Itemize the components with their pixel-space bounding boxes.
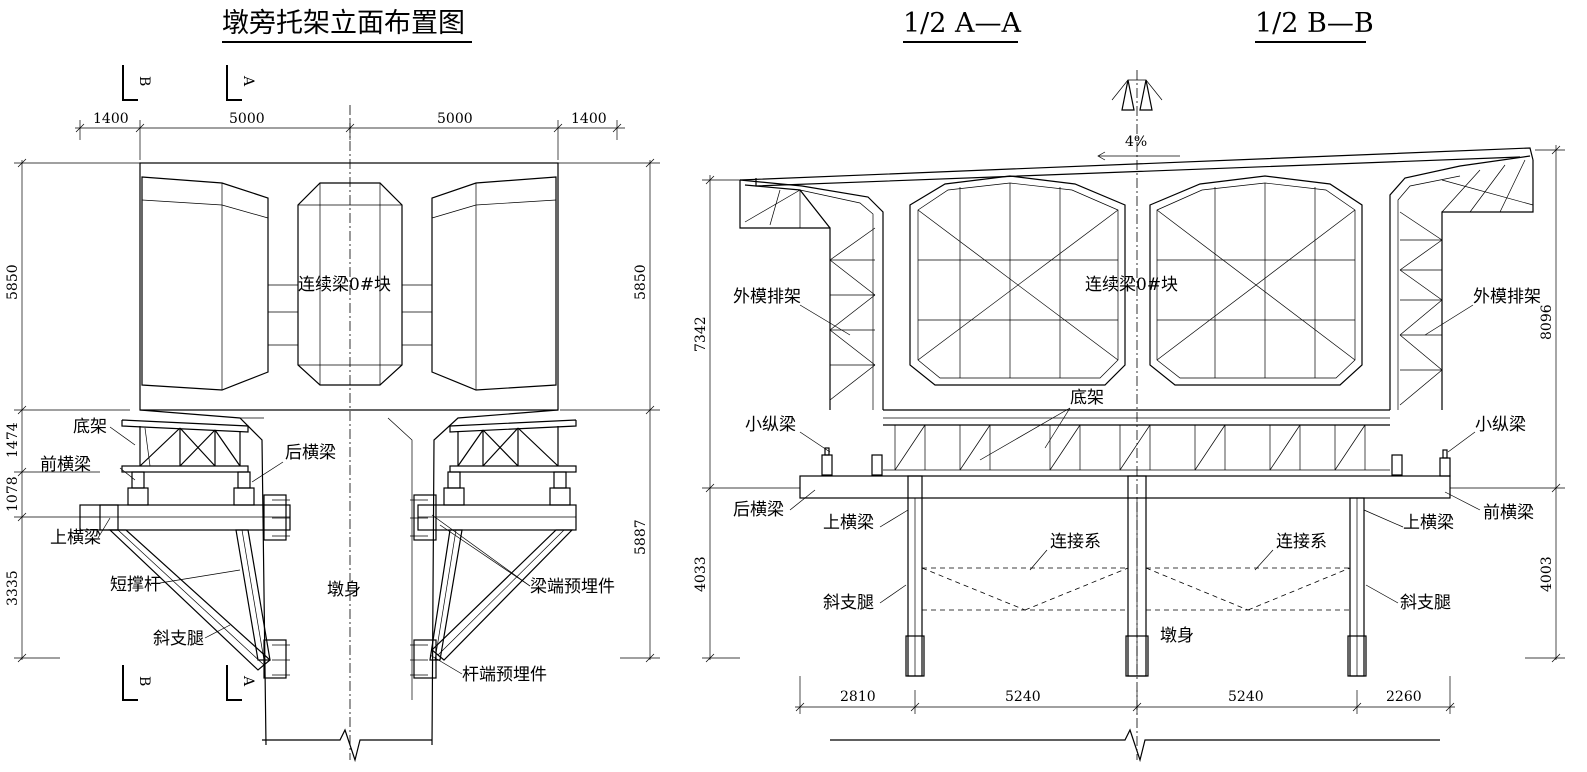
dim-bottom-4: 2260	[1386, 689, 1422, 705]
dim-top-1: 1400	[93, 111, 129, 127]
dim-top-3: 5000	[437, 111, 473, 127]
label-diag-leg-left: 斜支腿	[823, 593, 874, 613]
label-upper-beam-right: 上横梁	[1403, 513, 1454, 533]
title-left: 墩旁托架立面布置图	[222, 8, 465, 39]
legs-right	[905, 475, 1367, 677]
label-rod-embed: 杆端预埋件	[462, 665, 547, 685]
dims-left: 5850 1474 1078 3335	[5, 158, 140, 663]
dims-right-right: 8096 4003	[1450, 145, 1565, 663]
label-diag-leg-right: 斜支腿	[1400, 593, 1451, 613]
section-mark-a-bottom: A	[226, 665, 256, 701]
dim-right-2: 5887	[633, 519, 649, 555]
label-upper-beam-left: 上横梁	[823, 513, 874, 533]
title-mid: 1/2 A—A	[903, 8, 1022, 39]
label-upper-beam: 上横梁	[50, 528, 101, 548]
label-rear-beam: 后横梁	[285, 443, 336, 463]
bracket-right	[410, 419, 577, 679]
girder-section	[739, 147, 1534, 419]
slope-label: 4%	[1125, 134, 1147, 150]
label-bottom-frame-right: 底架	[1070, 388, 1104, 408]
dim-left-2: 1474	[5, 422, 21, 458]
bracket-left	[79, 419, 291, 679]
dims-bottom-right: 2810 5240 5240 2260	[795, 676, 1455, 714]
label-pier-right: 墩身	[1160, 626, 1194, 646]
section-mark-a-bottom-label: A	[240, 675, 256, 687]
dims-right: 5850 5887	[558, 158, 660, 663]
label-front-beam: 前横梁	[40, 455, 91, 475]
dim-v-right-1: 8096	[1539, 304, 1555, 340]
label-front-beam-right: 前横梁	[1483, 503, 1534, 523]
label-small-girder-left: 小纵梁	[745, 415, 796, 435]
section-mark-a-top: A	[226, 65, 256, 101]
dim-top-4: 1400	[571, 111, 607, 127]
dim-v-right-2: 4003	[1539, 556, 1555, 592]
section-mark-a-top-label: A	[240, 75, 256, 87]
section-mark-b-top: B	[122, 65, 152, 101]
label-block-left: 连续梁0#块	[298, 275, 391, 295]
dim-bottom-3: 5240	[1228, 689, 1264, 705]
left-view: B A B A 1400 5000 50	[5, 65, 660, 763]
label-bottom-frame: 底架	[73, 417, 107, 437]
label-bracing-left: 连接系	[1050, 532, 1101, 552]
label-small-girder-right: 小纵梁	[1475, 415, 1526, 435]
bottom-frame-right	[799, 424, 1451, 499]
label-outer-form-left: 外模排架	[733, 287, 801, 307]
dim-v-left-1: 7342	[693, 316, 709, 352]
dim-bottom-1: 2810	[840, 689, 876, 705]
dim-v-left-2: 4033	[693, 556, 709, 592]
section-mark-b-bottom-label: B	[136, 676, 152, 686]
outer-form-right	[1399, 159, 1534, 406]
dim-left-3: 1078	[5, 476, 21, 512]
dim-left-1: 5850	[5, 264, 21, 300]
dim-top-2: 5000	[229, 111, 265, 127]
leaders-right: 外模排架 外模排架 底架 小纵梁 小纵梁 后横梁 前横梁 上横梁 上横梁 连接系…	[733, 287, 1541, 613]
label-short-strut: 短撑杆	[110, 575, 161, 595]
label-diag-leg: 斜支腿	[153, 629, 204, 649]
label-beam-embed: 梁端预埋件	[530, 577, 615, 597]
dims-top: 1400 5000 5000 1400	[75, 111, 625, 160]
dims-left-right: 7342 4033	[693, 175, 800, 663]
section-mark-b-top-label: B	[136, 76, 152, 86]
titles: 墩旁托架立面布置图 1/2 A—A 1/2 B—B	[222, 8, 1374, 43]
label-outer-form-right: 外模排架	[1473, 287, 1541, 307]
right-view: 4%	[693, 70, 1565, 763]
label-rear-beam-right: 后横梁	[733, 500, 784, 520]
girder-block-left	[139, 162, 559, 411]
crown-arrow	[1097, 79, 1180, 161]
pier-base-right	[830, 728, 1440, 763]
section-mark-b-bottom: B	[122, 665, 152, 701]
dim-left-4: 3335	[5, 570, 21, 606]
label-pier-left: 墩身	[327, 580, 361, 600]
pier-left	[139, 409, 559, 763]
leaders-left: 底架 前横梁 后横梁 上横梁 短撑杆 斜支腿 梁端预埋件 杆端预埋件	[40, 417, 615, 685]
dim-bottom-2: 5240	[1005, 689, 1041, 705]
title-right: 1/2 B—B	[1255, 8, 1374, 39]
label-bracing-right: 连接系	[1276, 532, 1327, 552]
dim-right-1: 5850	[633, 264, 649, 300]
outer-form-left	[744, 184, 876, 401]
label-block-right: 连续梁0#块	[1085, 275, 1178, 295]
